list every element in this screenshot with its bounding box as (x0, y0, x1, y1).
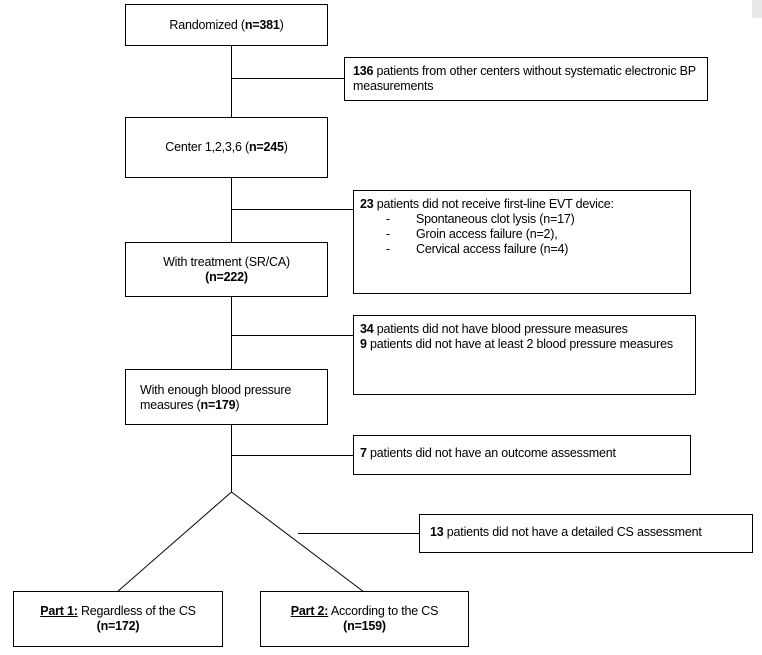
no-bp-box: 34 patients did not have blood pressure … (353, 315, 696, 395)
list-item: Spontaneous clot lysis (n=17) (386, 212, 684, 227)
center-box: Center 1,2,3,6 (n=245) (125, 117, 328, 178)
enough-bp-label-1: With enough blood pressure (140, 383, 292, 397)
randomized-box: Randomized (n=381) (125, 4, 328, 46)
part1-label: Part 1: Regardless of the CS (40, 604, 196, 618)
part1-box: Part 1: Regardless of the CS (n=172) (13, 591, 223, 647)
treatment-box: With treatment (SR/CA) (n=222) (125, 242, 328, 297)
scrollbar-stub[interactable] (752, 0, 762, 18)
no-device-box: 23 patients did not receive first-line E… (353, 190, 691, 294)
no-device-list: Spontaneous clot lysis (n=17) Groin acce… (360, 212, 684, 257)
randomized-label: Randomized (n=381) (169, 17, 284, 32)
part2-value: (n=159) (343, 619, 386, 633)
no-bp-line-1: 34 patients did not have blood pressure … (360, 322, 628, 336)
no-cs-box: 13 patients did not have a detailed CS a… (419, 514, 753, 553)
no-outcome-box: 7 patients did not have an outcome asses… (353, 435, 691, 475)
split-right (231, 491, 365, 593)
list-item: Cervical access failure (n=4) (386, 242, 684, 257)
list-item: Groin access failure (n=2), (386, 227, 684, 242)
treatment-value: (n=222) (205, 269, 248, 284)
center-label: Center 1,2,3,6 (n=245) (165, 140, 288, 154)
enough-bp-label-2: measures (n=179) (140, 398, 240, 412)
part1-value: (n=172) (96, 619, 140, 633)
part2-box: Part 2: According to the CS (n=159) (260, 591, 469, 647)
part2-label: Part 2: According to the CS (290, 604, 439, 618)
no-bp-line-2: 9 patients did not have at least 2 blood… (360, 337, 673, 351)
enough-bp-box: With enough blood pressure measures (n=1… (125, 369, 328, 425)
no-device-header: 23 patients did not receive first-line E… (360, 197, 614, 211)
treatment-label: With treatment (SR/CA) (163, 254, 290, 269)
split-left (116, 491, 232, 593)
excluded-centers-box: 136 patients from other centers without … (344, 57, 708, 101)
